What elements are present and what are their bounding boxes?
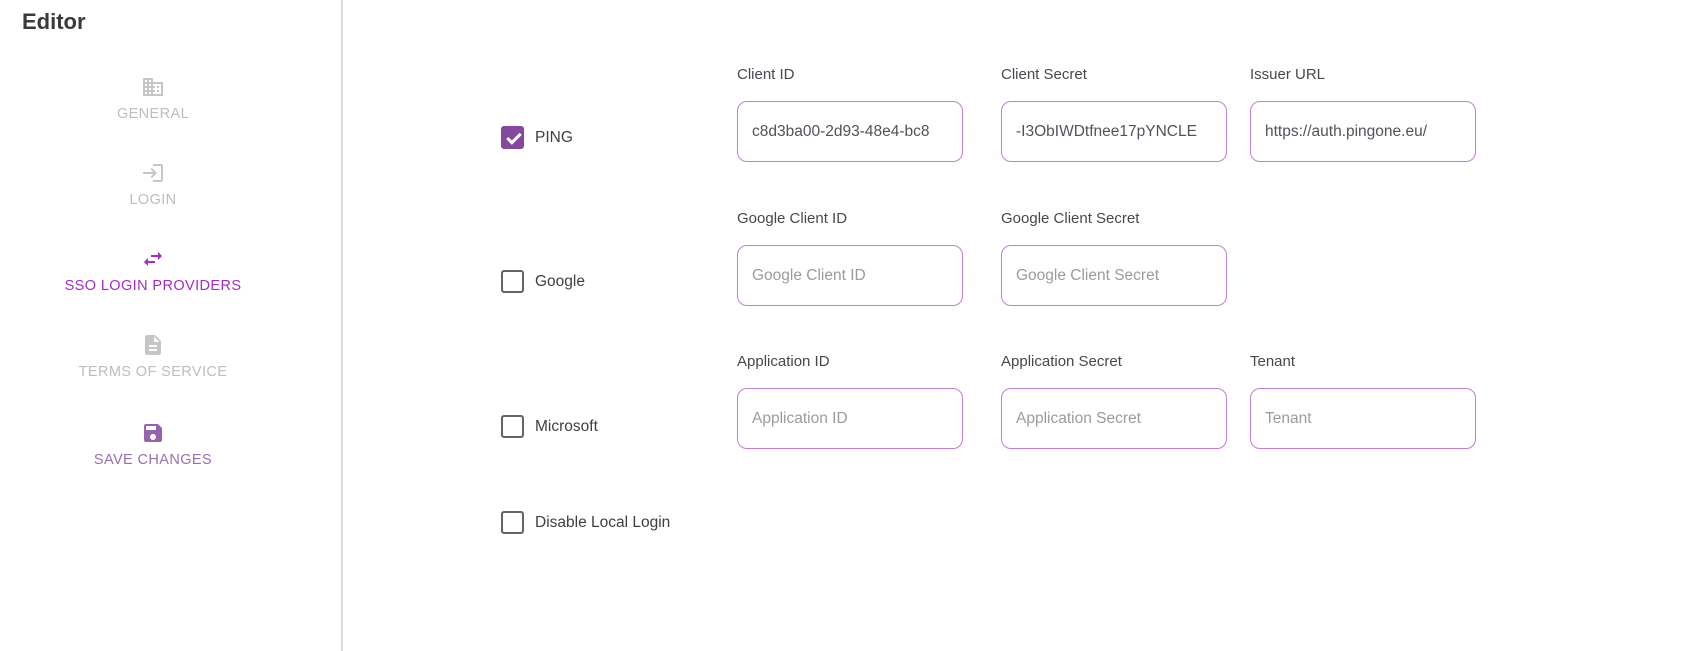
client-secret-label: Client Secret: [1001, 66, 1087, 83]
client-secret-field: Client Secret: [1001, 66, 1227, 162]
ping-checkbox[interactable]: [501, 126, 524, 149]
google-client-id-label: Google Client ID: [737, 210, 848, 227]
google-client-secret-label: Google Client Secret: [1001, 210, 1140, 227]
sidebar-item-label: TERMS OF SERVICE: [78, 364, 228, 380]
login-icon: [141, 161, 165, 185]
google-checkbox-group[interactable]: Google: [501, 270, 585, 293]
sidebar-item-terms-of-service[interactable]: TERMS OF SERVICE: [0, 333, 306, 380]
microsoft-checkbox-label: Microsoft: [535, 417, 598, 435]
application-secret-label: Application Secret: [1001, 353, 1122, 370]
sidebar: Editor GENERAL LOGIN SSO LOGIN PROVIDERS…: [0, 0, 343, 651]
sidebar-item-label: LOGIN: [129, 192, 177, 208]
google-client-id-field: Google Client ID: [737, 210, 963, 306]
client-secret-input[interactable]: [1001, 101, 1227, 162]
application-id-field: Application ID: [737, 353, 963, 449]
ping-checkbox-group[interactable]: PING: [501, 126, 573, 149]
application-secret-input[interactable]: [1001, 388, 1227, 449]
tenant-field: Tenant: [1250, 353, 1476, 449]
google-checkbox-label: Google: [535, 272, 585, 290]
save-icon: [141, 421, 165, 445]
sidebar-item-save-changes[interactable]: SAVE CHANGES: [0, 421, 306, 468]
client-id-field: Client ID: [737, 66, 963, 162]
application-id-input[interactable]: [737, 388, 963, 449]
application-secret-field: Application Secret: [1001, 353, 1227, 449]
tenant-label: Tenant: [1250, 353, 1296, 370]
sidebar-item-label: GENERAL: [116, 106, 190, 122]
document-icon: [141, 333, 165, 357]
google-checkbox[interactable]: [501, 270, 524, 293]
sidebar-item-label: SAVE CHANGES: [93, 452, 213, 468]
google-client-id-input[interactable]: [737, 245, 963, 306]
sidebar-item-general[interactable]: GENERAL: [0, 75, 306, 122]
disable-local-login-checkbox-group[interactable]: Disable Local Login: [501, 511, 670, 534]
swap-arrows-icon: [141, 247, 165, 271]
microsoft-checkbox-group[interactable]: Microsoft: [501, 415, 598, 438]
application-id-label: Application ID: [737, 353, 830, 370]
building-icon: [141, 75, 165, 99]
ping-checkbox-label: PING: [535, 128, 573, 146]
tenant-input[interactable]: [1250, 388, 1476, 449]
issuer-url-input[interactable]: [1250, 101, 1476, 162]
google-client-secret-input[interactable]: [1001, 245, 1227, 306]
issuer-url-label: Issuer URL: [1250, 66, 1326, 83]
sidebar-item-label: SSO LOGIN PROVIDERS: [64, 278, 242, 294]
sidebar-item-sso-login-providers[interactable]: SSO LOGIN PROVIDERS: [0, 247, 306, 294]
google-client-secret-field: Google Client Secret: [1001, 210, 1227, 306]
issuer-url-field: Issuer URL: [1250, 66, 1476, 162]
client-id-label: Client ID: [737, 66, 795, 83]
client-id-input[interactable]: [737, 101, 963, 162]
microsoft-checkbox[interactable]: [501, 415, 524, 438]
disable-local-login-checkbox-label: Disable Local Login: [535, 513, 671, 531]
page-title: Editor: [22, 9, 86, 34]
disable-local-login-checkbox[interactable]: [501, 511, 524, 534]
sidebar-item-login[interactable]: LOGIN: [0, 161, 306, 208]
